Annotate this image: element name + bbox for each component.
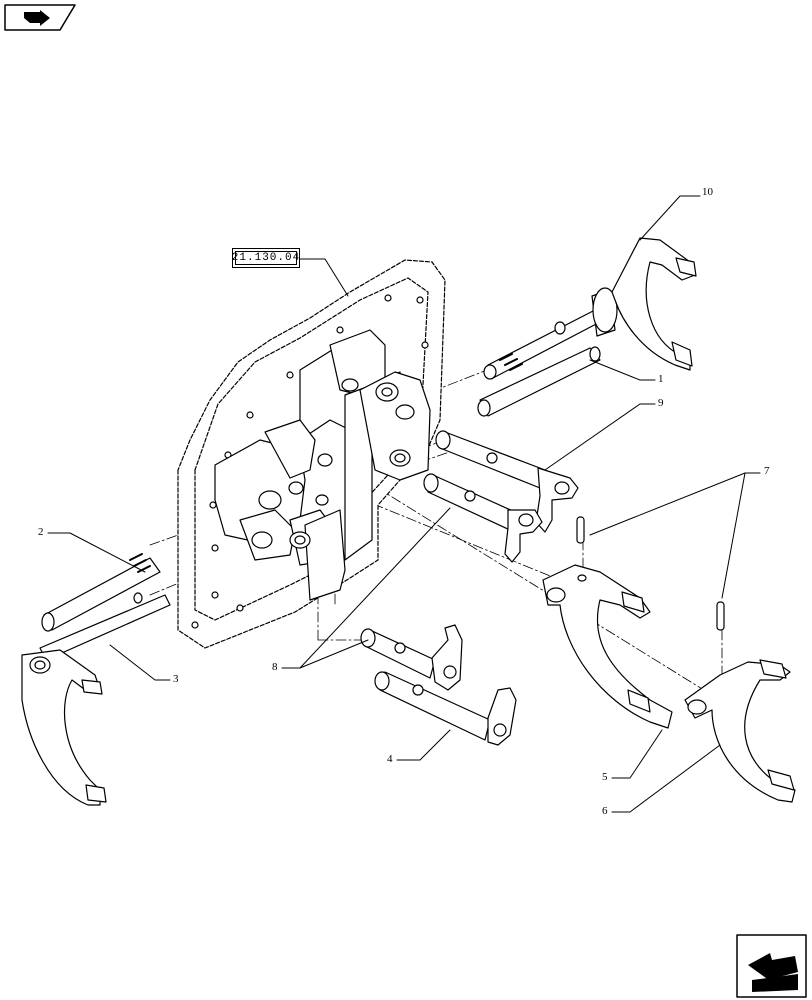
callout-10: 10	[702, 186, 713, 198]
reference-label-text: 21.130.04	[231, 252, 301, 264]
callout-8: 8	[272, 661, 278, 673]
part-3-shift-fork-with-rod	[21, 594, 171, 806]
part-7-roll-pins	[576, 516, 725, 631]
callout-1: 1	[658, 373, 664, 385]
callout-6: 6	[602, 805, 608, 817]
part-1-shift-rail	[477, 346, 601, 417]
next-page-arrow-icon[interactable]	[736, 934, 807, 998]
previous-page-arrow-icon[interactable]	[4, 4, 76, 31]
callout-4: 4	[387, 753, 393, 765]
part-9-second-rail-with-lever	[423, 473, 543, 563]
part-10-shift-fork-with-rod	[483, 237, 697, 380]
shift-cover-housing	[177, 259, 446, 649]
part-2-shift-rod	[41, 553, 161, 632]
part-9-shift-rail-with-lever	[435, 430, 579, 533]
callout-7: 7	[764, 465, 770, 477]
part-6-shift-fork	[684, 659, 796, 803]
leader-lines	[47, 195, 761, 813]
callout-9: 9	[658, 397, 664, 409]
part-8-rail-with-lever	[360, 624, 463, 691]
callout-5: 5	[602, 771, 608, 783]
callout-2: 2	[38, 526, 44, 538]
part-5-shift-fork	[542, 564, 673, 729]
callout-3: 3	[173, 673, 179, 685]
part-4-rail-with-lever	[374, 671, 517, 746]
reference-label-box[interactable]: 21.130.04	[232, 248, 300, 268]
